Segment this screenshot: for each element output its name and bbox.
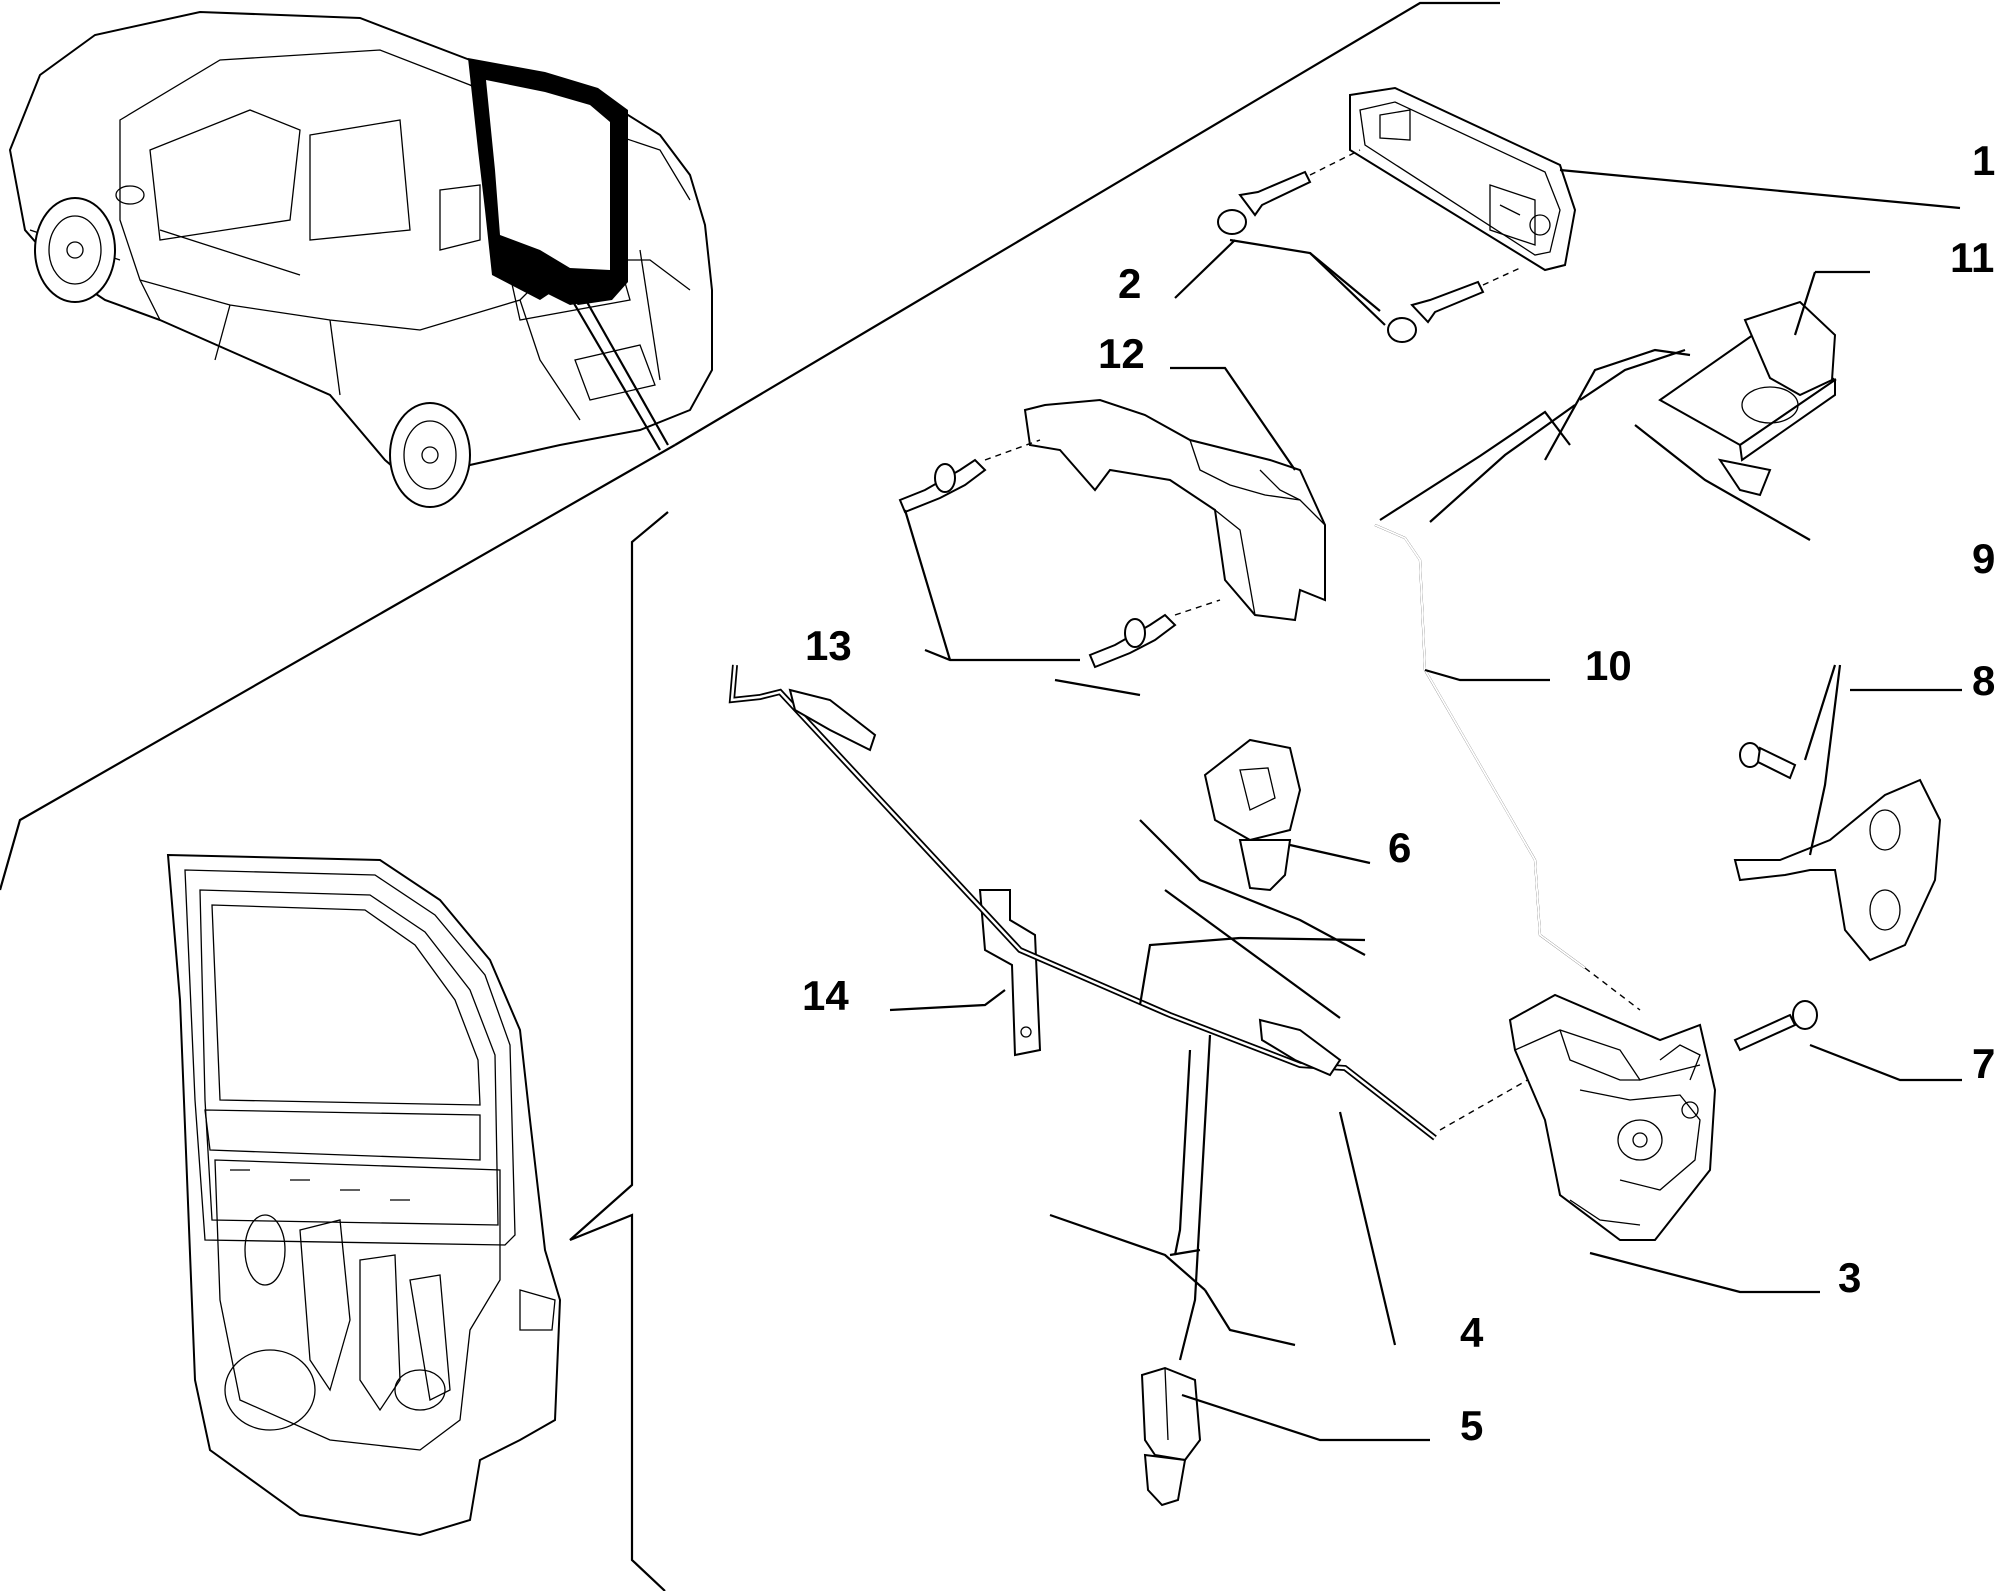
callout-13: 13 bbox=[805, 622, 852, 669]
callout-12: 12 bbox=[1098, 330, 1145, 377]
part-clip-11 bbox=[1658, 300, 1837, 497]
callout-4: 4 bbox=[1460, 1309, 1484, 1356]
callout-8: 8 bbox=[1972, 657, 1995, 704]
door-panel-illustration bbox=[166, 853, 562, 1537]
callout-2: 2 bbox=[1118, 260, 1141, 307]
callout-3: 3 bbox=[1838, 1254, 1861, 1301]
callout-9: 9 bbox=[1972, 535, 1995, 582]
car-overview-illustration bbox=[8, 10, 713, 508]
part-cable-4 bbox=[728, 664, 1546, 1141]
part-rod-10 bbox=[1374, 523, 1641, 1011]
part-clip-6 bbox=[1203, 738, 1302, 892]
part-handle-screws bbox=[1217, 149, 1521, 343]
callout-11: 11 bbox=[1950, 234, 1994, 281]
part-door-lock-3 bbox=[1508, 993, 1717, 1241]
callout-1: 1 bbox=[1972, 137, 1995, 184]
section-dividers bbox=[0, 1, 1500, 1591]
callout-10: 10 bbox=[1585, 642, 1632, 689]
part-rivets-13 bbox=[898, 439, 1221, 669]
callout-6: 6 bbox=[1388, 824, 1411, 871]
leader-lines bbox=[889, 168, 1962, 1442]
part-screw-9 bbox=[1739, 742, 1797, 780]
part-striker-8 bbox=[1733, 778, 1942, 962]
callout-labels: 1 2 3 4 5 6 7 8 9 10 11 12 13 14 bbox=[802, 137, 1995, 1449]
callout-7: 7 bbox=[1972, 1040, 1995, 1087]
part-bracket-12 bbox=[1023, 398, 1326, 622]
part-clip-5 bbox=[1140, 1366, 1202, 1507]
callout-14: 14 bbox=[802, 972, 849, 1019]
part-screw-7 bbox=[1733, 1000, 1818, 1052]
part-bracket-14 bbox=[978, 889, 1042, 1057]
part-outer-door-handle bbox=[1349, 86, 1577, 272]
callout-5: 5 bbox=[1460, 1402, 1483, 1449]
